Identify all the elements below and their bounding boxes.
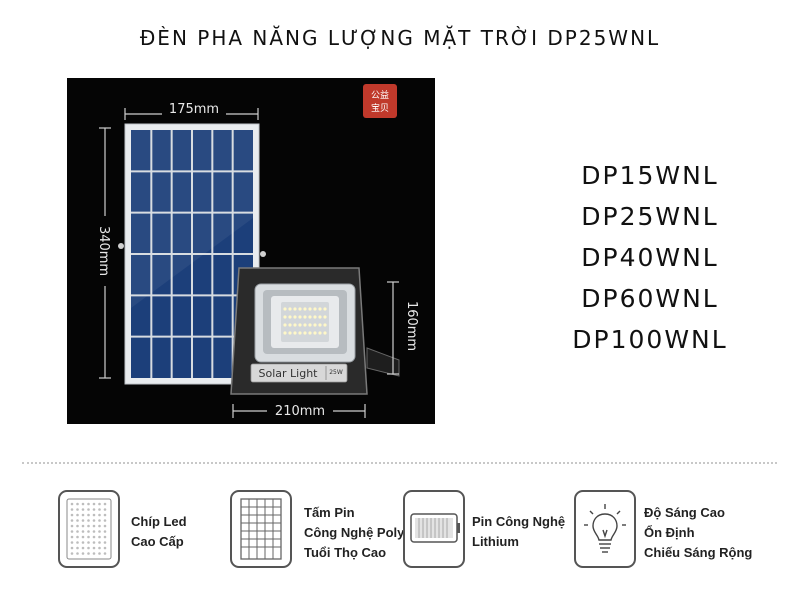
feature-battery-text: Pin Công Nghệ Lithium [472,514,566,549]
flood-light-image: Solar Light 25W [230,267,400,395]
feature-led-text: Chíp Led Cao Cấp [131,514,187,549]
model-item: DP60WNL [581,284,719,313]
model-item: DP100WNL [572,325,728,354]
panel-width-dimension: 175mm [124,100,259,120]
badge-line1: 公益 [371,89,389,101]
light-label: Solar Light [259,367,319,380]
battery-icon [403,490,465,568]
light-height-label: 160mm [404,301,419,351]
model-item: DP15WNL [581,161,719,190]
solar-panel-image [118,123,266,385]
light-height-dimension: 160mm [387,281,421,375]
feature-bulb-text: Độ Sáng Cao Ổn Định Chiếu Sáng Rộng [644,505,753,560]
product-photo: 175mm 340mm [67,78,435,424]
page-title: ĐÈN PHA NĂNG LƯỢNG MẶT TRỜI DP25WNL [139,26,661,50]
section-divider [22,462,777,464]
solar-panel-icon [230,490,292,568]
panel-height-dimension: 340mm [95,127,115,379]
model-item: DP40WNL [581,243,719,272]
model-list: DP15WNL DP25WNL DP40WNL DP60WNL DP100WNL [535,155,765,360]
badge-line2: 宝贝 [371,102,389,114]
panel-height-label: 340mm [96,226,111,276]
light-width-dimension: 210mm [232,401,366,419]
feature-panel-text: Tấm Pin Công Nghệ Poly Tuổi Thọ Cao [304,505,405,560]
light-power-label: 25W [329,369,343,376]
panel-width-label: 175mm [169,102,219,117]
model-item: DP25WNL [581,202,719,231]
light-bulb-icon [574,490,636,568]
light-width-label: 210mm [275,404,325,419]
shop-badge: 公益 宝贝 [363,84,397,118]
led-chip-icon [58,490,120,568]
